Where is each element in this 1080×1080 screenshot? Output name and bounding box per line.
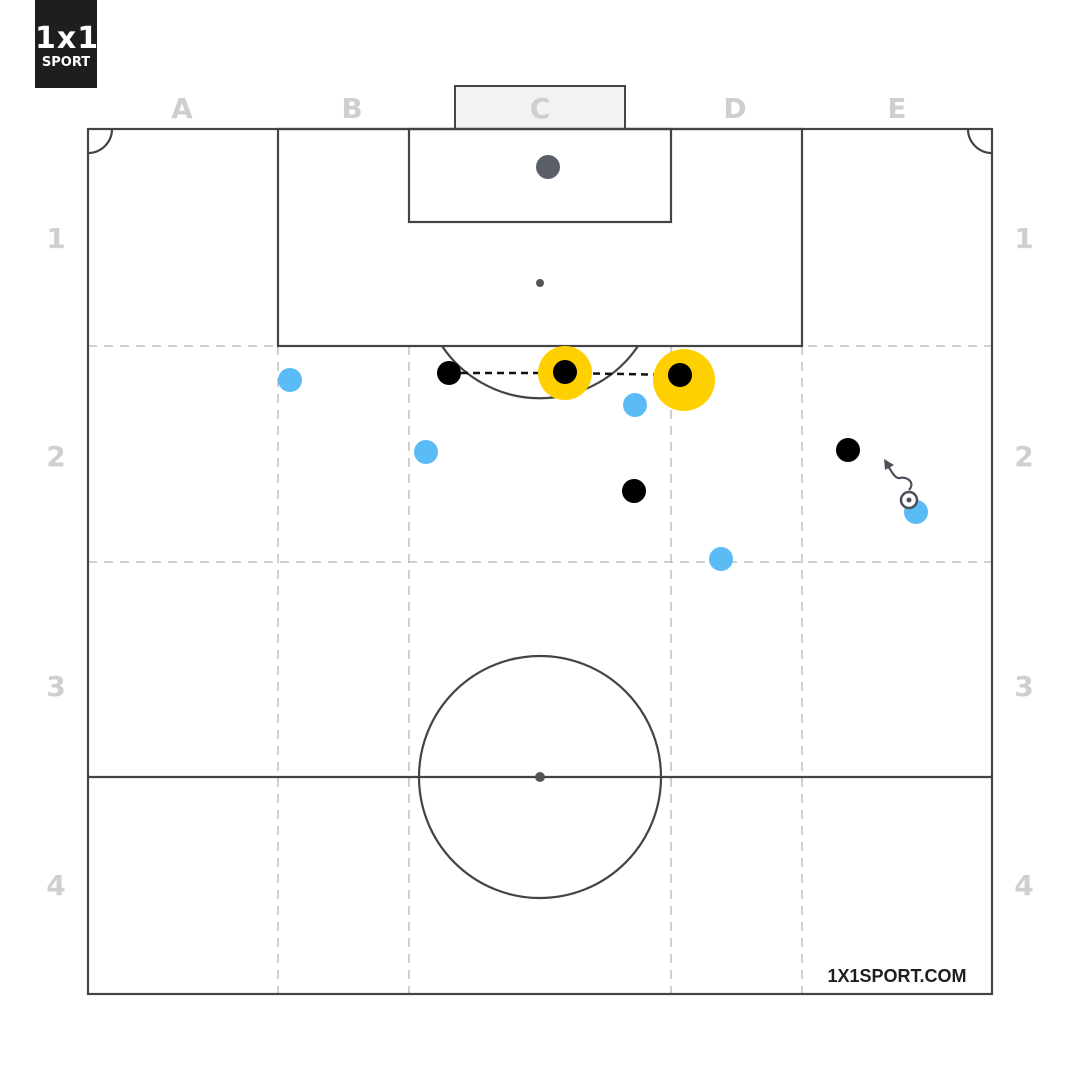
center-circle [417,654,663,900]
blue-player-2 [623,393,647,417]
row-label-1-right: 1 [1014,222,1033,255]
black-player-4 [622,479,646,503]
row-label-4-right: 4 [1014,869,1033,902]
column-label-d: D [723,92,746,125]
column-label-c: C [530,92,551,125]
logo-bottom-text: SPORT [41,55,91,70]
penalty-spot [536,279,544,287]
dribble-arrow-icon [884,459,913,491]
logo-top-text: 1x1 [35,21,100,56]
pass-line [449,371,681,377]
goalkeeper [536,155,560,179]
center-spot [535,772,545,782]
goal-area [407,127,673,224]
row-label-3-right: 3 [1014,670,1033,703]
black-player-1 [437,361,461,385]
column-label-e: E [887,92,906,125]
corner-arc-right [966,128,993,155]
row-label-1-left: 1 [46,222,65,255]
row-label-4-left: 4 [46,869,65,902]
brand-logo: 1x1 SPORT [35,0,100,88]
row-label-3-left: 3 [46,670,65,703]
column-label-a: A [171,92,193,125]
column-label-b: B [341,92,362,125]
watermark: 1X1SPORT.COM [827,966,966,986]
black-player-5 [836,438,860,462]
blue-player-3 [414,440,438,464]
goal [454,85,626,130]
blue-player-4 [709,547,733,571]
black-player-3 [668,363,692,387]
corner-arc-left [87,128,114,155]
row-label-2-left: 2 [46,440,65,473]
black-player-2 [553,360,577,384]
blue-player-1 [278,368,302,392]
ball-icon [899,490,919,510]
row-label-2-right: 2 [1014,440,1033,473]
penalty-arc [441,345,639,400]
